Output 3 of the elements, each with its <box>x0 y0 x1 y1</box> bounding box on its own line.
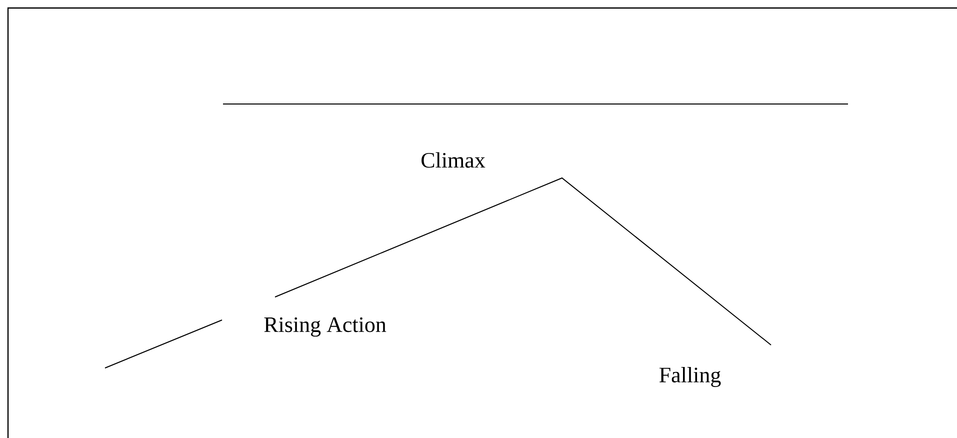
plot-label: Rising Action <box>264 317 386 337</box>
plot-label: Falling <box>659 366 721 387</box>
plot-label: Climax <box>422 152 486 168</box>
